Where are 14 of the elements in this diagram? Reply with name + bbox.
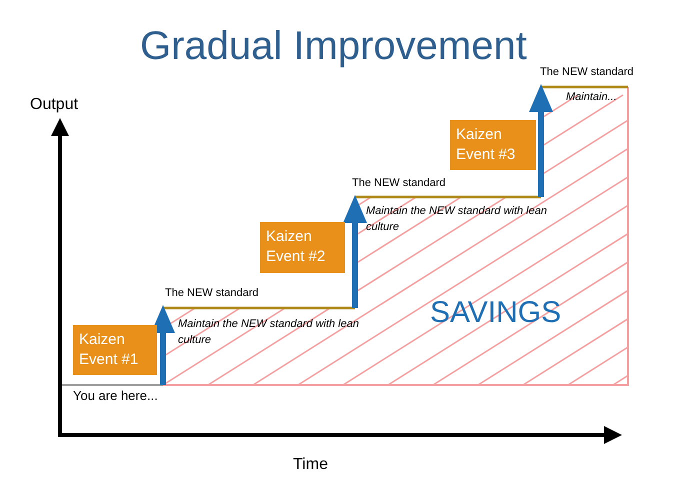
standard-label: The NEW standard: [165, 287, 259, 299]
event-box: Kaizen Event #1: [73, 325, 157, 375]
axis-label: Time: [293, 456, 328, 474]
marker-text: You are here...: [73, 388, 158, 403]
event-box: Kaizen Event #3: [450, 120, 536, 170]
standard-label: The NEW standard: [540, 66, 634, 78]
axis-label: Output: [30, 96, 78, 114]
event-box: Kaizen Event #2: [260, 222, 345, 273]
title: Gradual Improvement: [140, 24, 527, 69]
note-text: Maintain...: [566, 91, 617, 103]
area-label: SAVINGS: [430, 296, 562, 330]
note-text: Maintain the NEW standard with lean culture: [178, 317, 360, 348]
note-text: Maintain the NEW standard with lean culture: [366, 204, 548, 235]
standard-label: The NEW standard: [352, 177, 446, 189]
